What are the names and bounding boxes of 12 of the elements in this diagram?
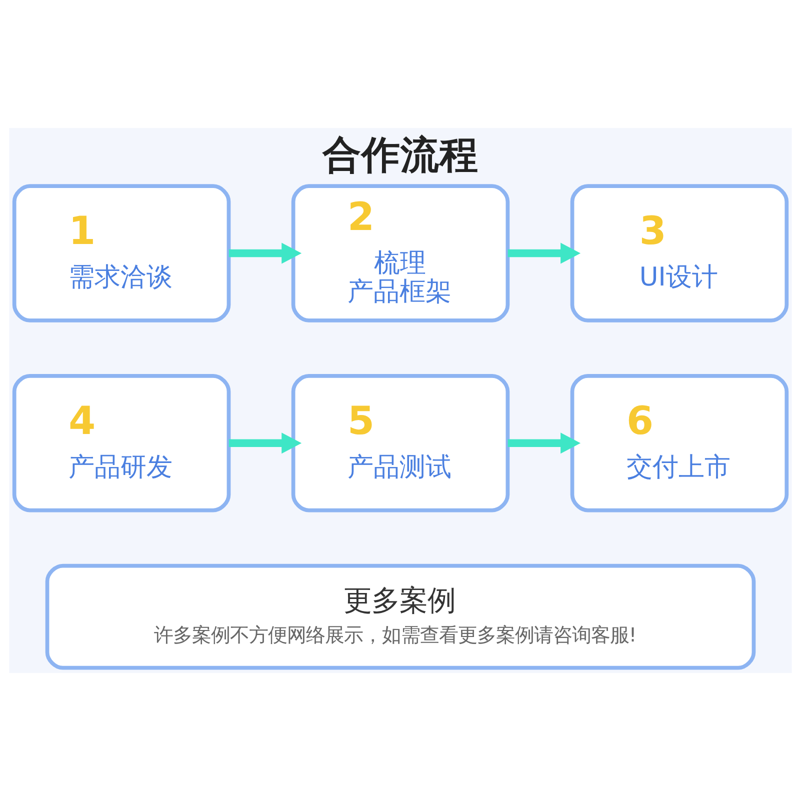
node-box: 4 产品研发 — [12, 374, 230, 512]
arrow — [507, 432, 580, 454]
arrow — [507, 242, 580, 264]
node-box: 1 需求洽谈 — [12, 184, 230, 322]
arrow — [228, 432, 302, 454]
node-box: 更多案例 许多案例不方便网络展示，如需查看更多案例请咨询客服! — [44, 563, 756, 670]
node-box: 2 梳理产品框架 — [290, 184, 510, 322]
node-box: 3 UI设计 — [570, 184, 788, 322]
diagram-title: 合作流程 — [322, 132, 478, 178]
arrow — [228, 242, 302, 264]
node-box: 5 产品测试 — [290, 374, 510, 512]
node-box: 6 交付上市 — [570, 374, 788, 512]
